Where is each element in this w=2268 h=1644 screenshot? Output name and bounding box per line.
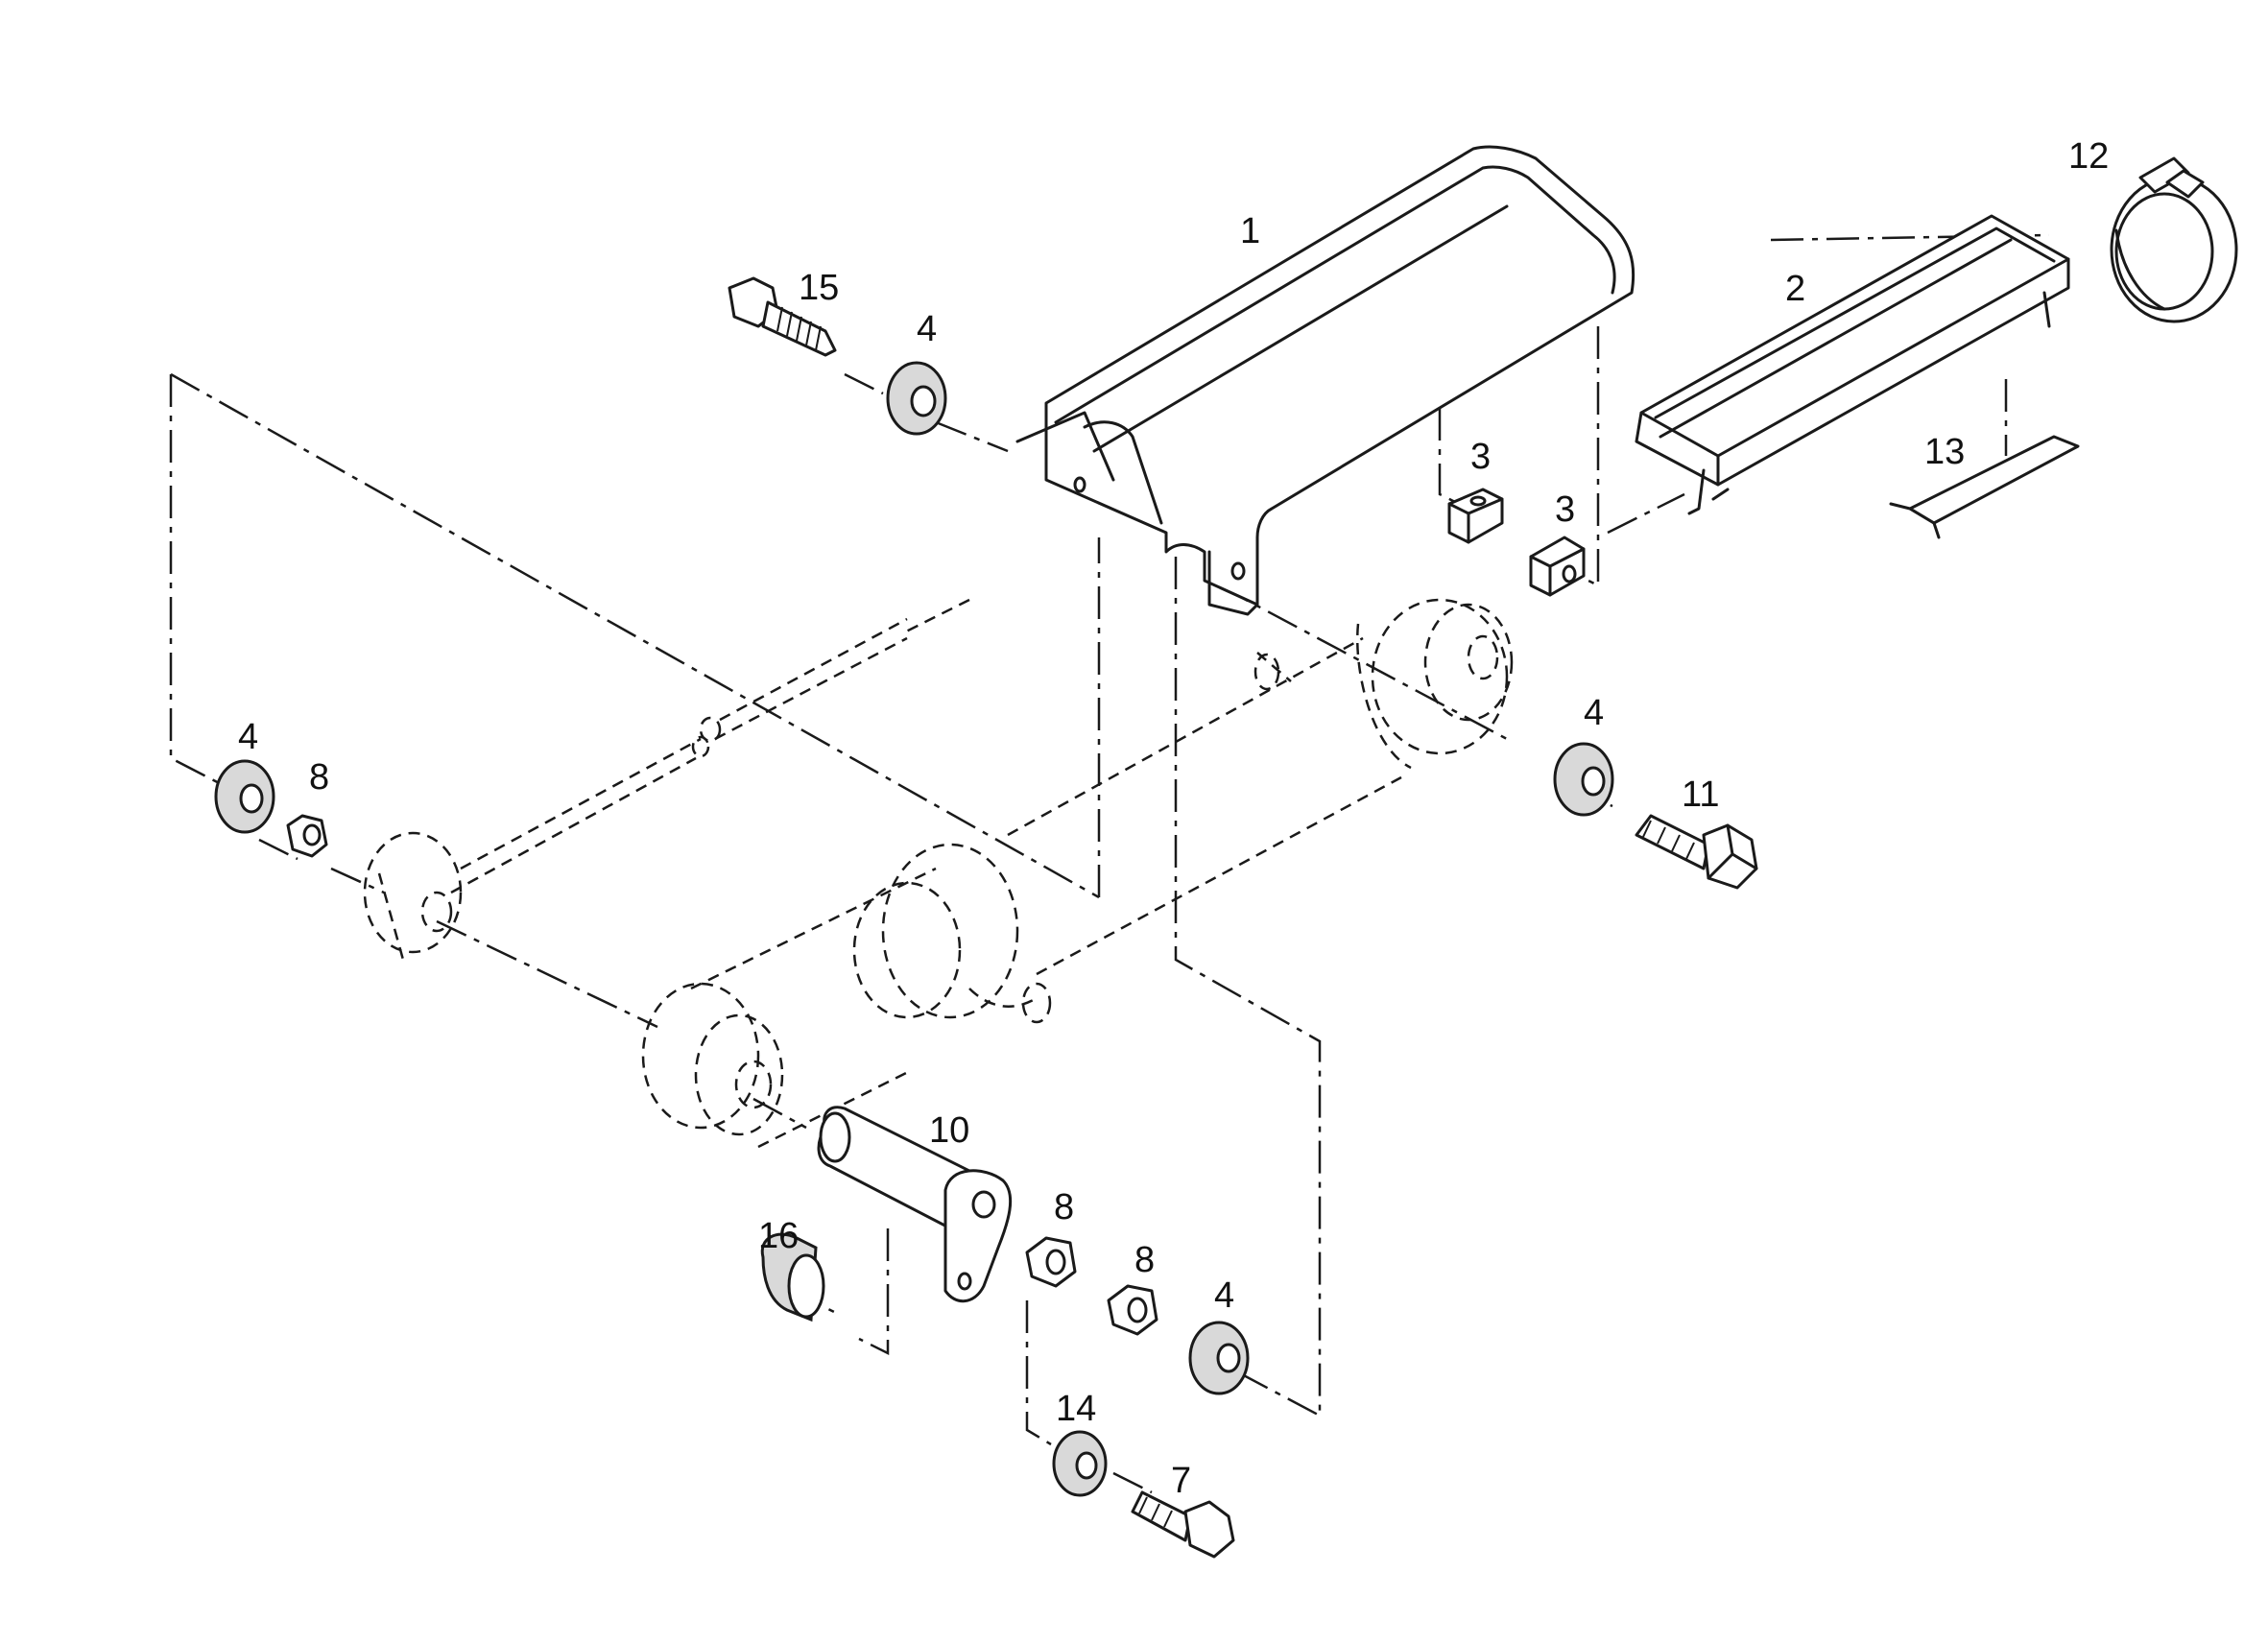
callout-4-top: 4 (917, 309, 937, 349)
callout-10: 10 (929, 1110, 969, 1151)
part-4-washer-top (886, 361, 947, 436)
part-7-bolt (1131, 1490, 1235, 1559)
callout-14: 14 (1056, 1389, 1096, 1429)
part-15-bolt (728, 276, 837, 357)
callout-labels: 1 2 3 3 4 4 4 4 7 8 8 8 10 11 12 13 14 1… (238, 136, 2109, 1501)
part-4-washer-bottom (1188, 1321, 1250, 1395)
callout-15: 15 (799, 268, 839, 308)
callout-13: 13 (1924, 432, 1965, 472)
part-2-rail (1635, 214, 2070, 515)
callout-4-bottom: 4 (1214, 1275, 1234, 1316)
callout-2: 2 (1785, 269, 1805, 309)
part-4-washer-right (1553, 742, 1614, 817)
callout-7: 7 (1171, 1461, 1191, 1501)
part-1-cover (1015, 145, 1635, 616)
callout-1: 1 (1240, 211, 1260, 251)
callout-3b: 3 (1555, 489, 1575, 530)
part-3-nut-block-b (1529, 536, 1586, 597)
part-8-nut-a (1025, 1236, 1077, 1288)
part-10-pin (817, 1106, 1013, 1303)
part-13-strip (1889, 435, 2080, 539)
part-11-bolt (1635, 814, 1758, 890)
callout-8-b: 8 (1134, 1240, 1155, 1280)
callout-3a: 3 (1470, 437, 1491, 477)
part-16-spacer (760, 1232, 825, 1322)
part-4-washer-left (214, 759, 275, 834)
callout-8-a: 8 (1054, 1187, 1074, 1227)
callout-16: 16 (758, 1216, 799, 1256)
part-3-nut-block-a (1447, 488, 1504, 544)
alignment-lines (169, 233, 2050, 1494)
callout-12: 12 (2068, 136, 2109, 177)
part-12-hose-clamp (2110, 156, 2238, 323)
part-14-washer (1052, 1430, 1108, 1497)
callout-4-left: 4 (238, 717, 258, 757)
part-8-nut-b (1107, 1284, 1158, 1336)
part-8-nut-left (286, 814, 328, 858)
callout-8-left: 8 (309, 757, 329, 798)
hidden-cylinder-assembly (363, 598, 1514, 1149)
callout-11: 11 (1682, 774, 1719, 815)
callout-4-right: 4 (1584, 693, 1604, 733)
